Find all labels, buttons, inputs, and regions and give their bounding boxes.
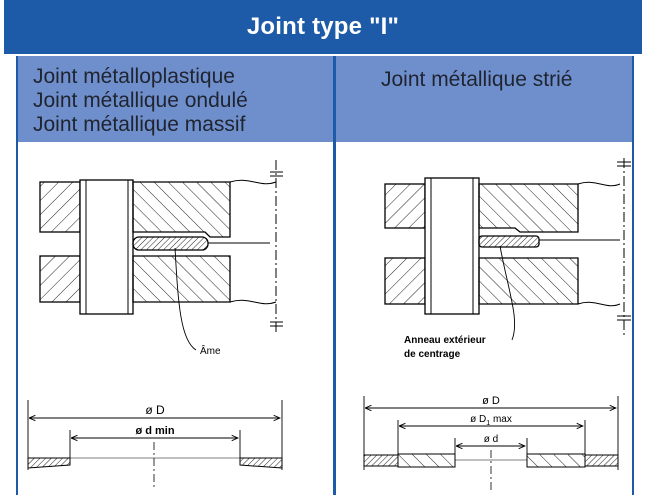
- border-right: [632, 56, 634, 495]
- column-heading-right: Joint métallique strié: [336, 56, 632, 142]
- dim-inner-diameter: ø d min: [135, 425, 174, 437]
- heading-line: Joint métallique strié: [381, 68, 573, 91]
- dim-outer-diameter: ø D: [145, 403, 165, 417]
- callout-centering-ring-line1: Anneau extérieur: [404, 335, 486, 346]
- right-gasket-section: [363, 396, 619, 490]
- heading-line: Joint métallique ondulé: [33, 89, 248, 112]
- heading-line: Joint métalloplastique: [33, 65, 235, 88]
- callout-core: Âme: [200, 344, 221, 357]
- left-gasket-section: [27, 400, 283, 490]
- callout-centering-ring-line2: de centrage: [404, 349, 461, 360]
- heading-line: Joint métallique massif: [33, 113, 246, 136]
- dim-inner-diameter: ø d: [484, 434, 498, 445]
- border-left: [16, 56, 18, 495]
- page-title: Joint type "I": [4, 0, 642, 54]
- column-heading-left: Joint métalloplastique Joint métallique …: [18, 56, 333, 142]
- column-divider: [333, 56, 336, 495]
- dim-outer-diameter: ø D: [482, 395, 500, 407]
- left-flange-assembly: [39, 160, 283, 351]
- right-flange-assembly: [384, 158, 631, 341]
- dim-middle-diameter: ø D1 max: [470, 414, 512, 427]
